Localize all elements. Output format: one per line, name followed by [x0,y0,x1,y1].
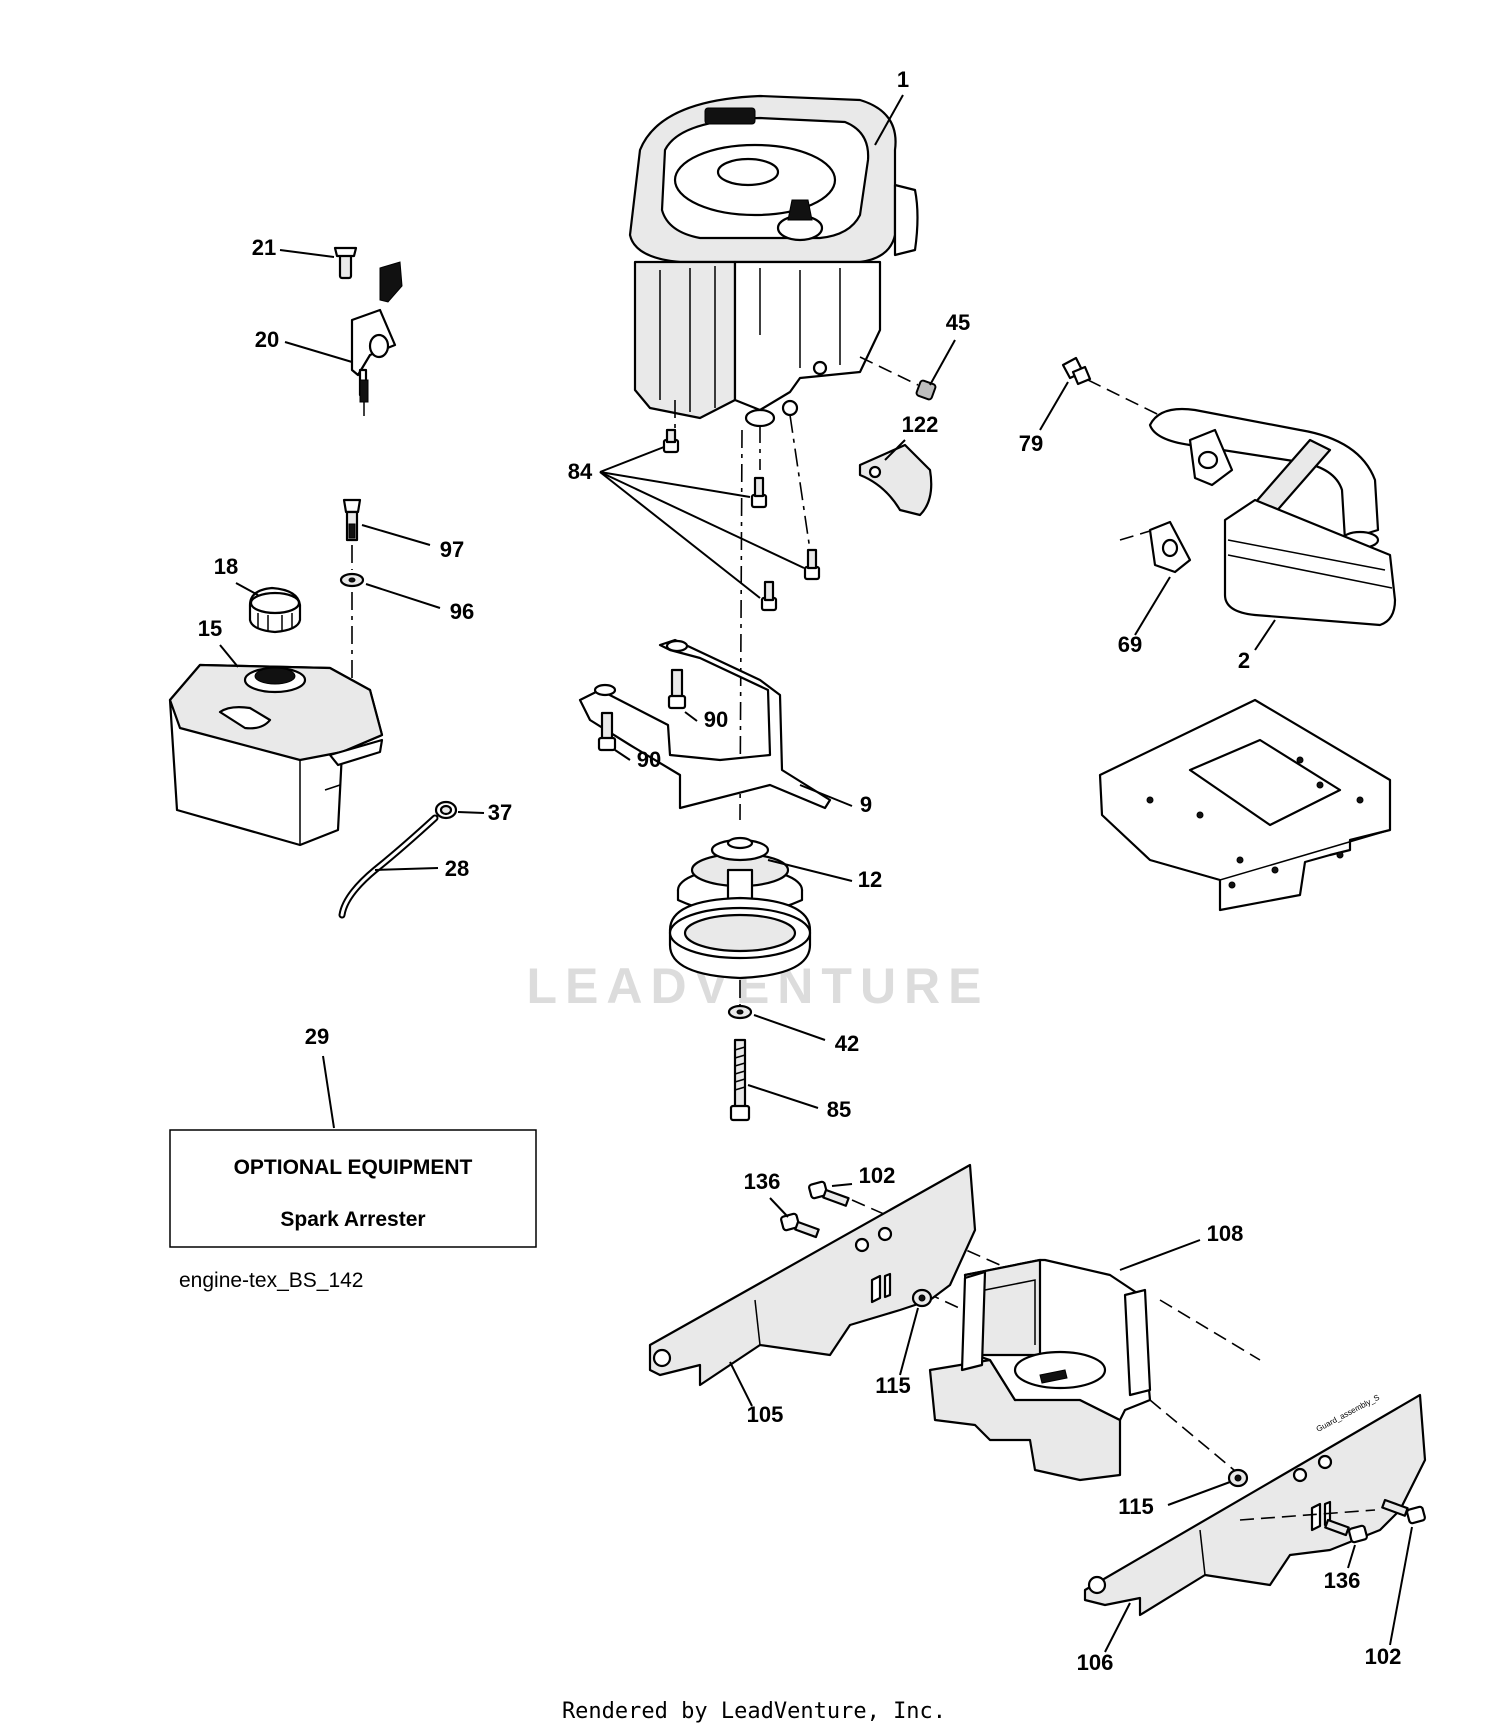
engine[interactable] [628,94,919,428]
callout-97[interactable]: 97 [440,537,464,562]
callout-136-b[interactable]: 136 [1324,1568,1361,1593]
callout-9[interactable]: 9 [860,792,872,817]
fuel-cap-18[interactable] [248,586,302,634]
footer-credit: Rendered by LeadVenture, Inc. [562,1699,946,1724]
callout-122[interactable]: 122 [902,412,939,437]
callout-69[interactable]: 69 [1118,632,1142,657]
bolt-102-left[interactable] [808,1180,850,1207]
optional-equipment-item: Spark Arrester [280,1208,425,1231]
callout-102[interactable]: 102 [859,1163,896,1188]
diagram-id: engine-tex_BS_142 [179,1269,363,1292]
optional-equipment-title: OPTIONAL EQUIPMENT [234,1156,473,1179]
nut-45[interactable] [915,379,937,401]
washer-115-left[interactable] [911,1288,933,1308]
callout-29[interactable]: 29 [305,1024,329,1049]
bolt-136-right[interactable] [1324,1518,1368,1544]
bolts-90[interactable] [597,668,687,752]
washer-42[interactable] [727,1004,753,1020]
callout-1[interactable]: 1 [897,67,909,92]
callout-28[interactable]: 28 [445,856,469,881]
callout-15[interactable]: 15 [198,616,222,641]
bolt-136-left[interactable] [780,1212,820,1239]
callout-105[interactable]: 105 [747,1402,784,1427]
engine-mounting-plate[interactable] [1098,698,1392,912]
clamp-37[interactable] [434,800,458,820]
callout-84[interactable]: 84 [568,459,593,484]
optional-equipment-box: OPTIONAL EQUIPMENT Spark Arrester [169,1129,537,1248]
screw-97[interactable] [342,498,362,542]
fuel-line-28[interactable] [338,814,439,919]
bolt-79[interactable] [1061,356,1092,386]
throttle-control[interactable] [333,246,403,416]
spark-plug-shield-122[interactable] [858,443,933,517]
muffler-2[interactable] [1148,407,1397,627]
callout-90[interactable]: 90 [704,707,728,732]
callout-2[interactable]: 2 [1238,648,1250,673]
callout-12[interactable]: 12 [858,867,882,892]
side-guard-105[interactable] [648,1163,977,1387]
base-gasket-9[interactable] [578,638,832,810]
callout-20[interactable]: 20 [255,327,279,352]
callout-85[interactable]: 85 [827,1097,851,1122]
callout-106[interactable]: 106 [1077,1650,1114,1675]
callout-115[interactable]: 115 [875,1373,911,1398]
callout-21[interactable]: 21 [252,235,276,260]
pulley-12[interactable] [668,836,812,980]
callout-108[interactable]: 108 [1207,1221,1244,1246]
callout-37[interactable]: 37 [488,800,512,825]
washer-96[interactable] [339,572,365,588]
callout-96[interactable]: 96 [450,599,474,624]
callout-102-b[interactable]: 102 [1365,1644,1402,1669]
callout-136[interactable]: 136 [744,1169,781,1194]
gasket-69[interactable] [1148,520,1192,574]
bolts-84[interactable] [662,428,821,612]
washer-115-right[interactable] [1227,1468,1249,1488]
bolt-102-right[interactable] [1381,1498,1426,1525]
fuel-tank-15[interactable] [168,663,384,847]
callout-45[interactable]: 45 [946,310,970,335]
guard-bracket-108[interactable] [928,1258,1152,1482]
callout-115-b[interactable]: 115 [1118,1494,1154,1519]
callout-90-b[interactable]: 90 [637,747,661,772]
callout-42[interactable]: 42 [835,1031,859,1056]
callout-79[interactable]: 79 [1019,431,1043,456]
callout-18[interactable]: 18 [214,554,238,579]
bolt-85[interactable] [729,1038,751,1122]
